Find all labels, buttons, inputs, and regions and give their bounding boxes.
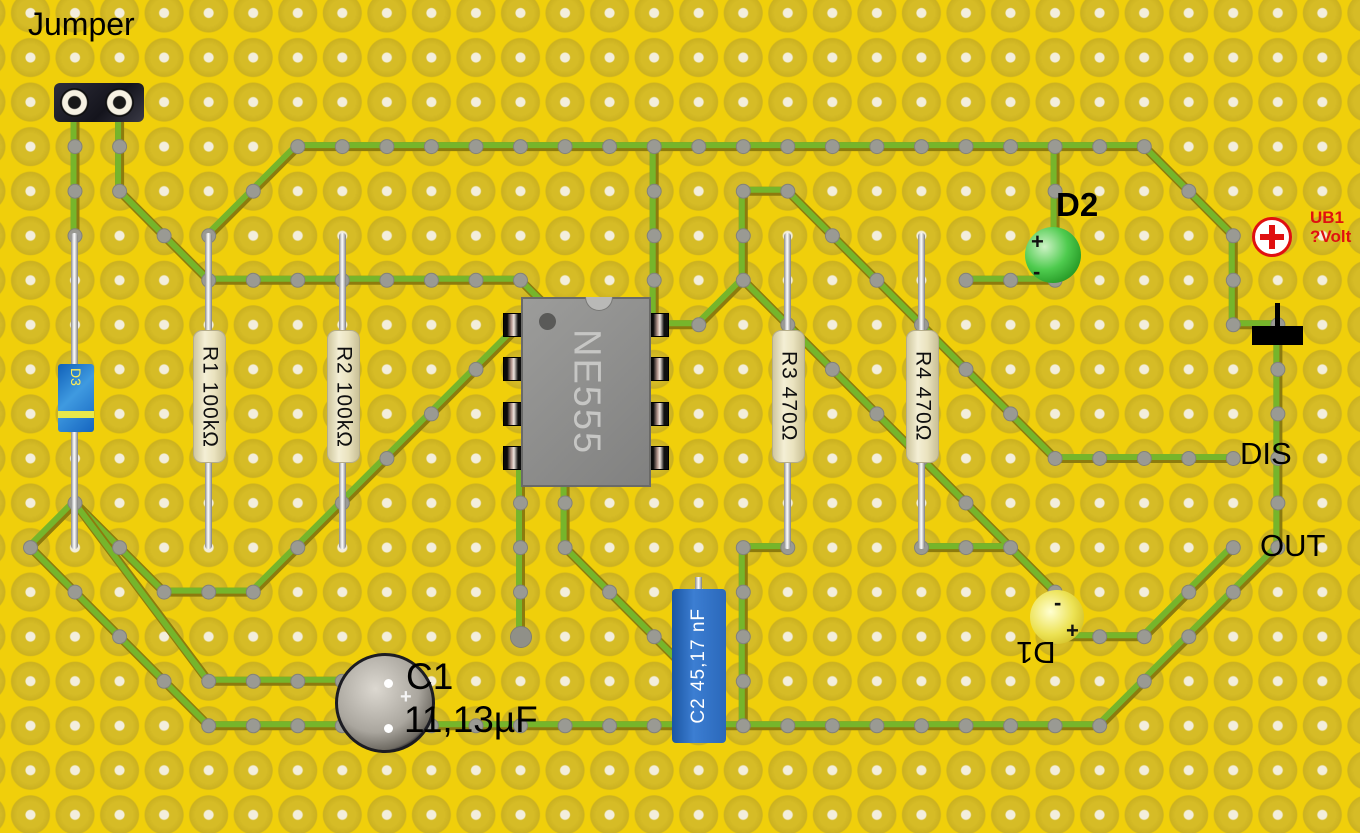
wire-bridge-stem xyxy=(1275,303,1280,328)
r3-body[interactable]: R3 470Ω xyxy=(772,330,805,463)
d2-plus-mark: + xyxy=(1031,229,1044,254)
c2-body[interactable]: C2 45,17 nF xyxy=(672,589,726,743)
r2-body[interactable]: R2 100kΩ xyxy=(327,330,360,463)
jumper-pin-2[interactable] xyxy=(105,88,134,117)
ic-notch xyxy=(585,297,613,311)
ic-label: NE555 xyxy=(565,328,608,456)
jumper-component[interactable] xyxy=(54,83,144,122)
ic-pin-7 xyxy=(649,357,669,381)
ic-pin-2 xyxy=(503,357,523,381)
ic-pin1-dot xyxy=(539,313,556,330)
r4-label: R4 470Ω xyxy=(911,351,935,442)
c2-pin-stub xyxy=(695,577,702,591)
ic-pin-5 xyxy=(649,446,669,470)
power-cross-v xyxy=(1269,225,1275,249)
r3-label: R3 470Ω xyxy=(777,351,801,442)
ic-pin-1 xyxy=(503,313,523,337)
d2-body[interactable]: + - xyxy=(1025,227,1081,283)
d1-label: D1 xyxy=(1016,635,1056,670)
d3-body[interactable]: D3 xyxy=(58,364,94,432)
d3-label: D3 xyxy=(68,368,84,386)
ic-body[interactable]: NE555 xyxy=(521,297,651,487)
ub1-volt-label: ?Volt xyxy=(1310,227,1352,246)
c1-pin-minus xyxy=(384,724,393,733)
r2-label: R2 100kΩ xyxy=(332,345,356,448)
c1-pin-plus xyxy=(384,679,393,688)
ic-pin-8 xyxy=(649,313,669,337)
d2-label: D2 xyxy=(1056,186,1099,223)
r1-label: R1 100kΩ xyxy=(198,345,222,448)
ub1-name-label: UB1 xyxy=(1310,208,1345,227)
c2-label: C2 45,17 nF xyxy=(688,608,709,724)
power-plus-icon[interactable] xyxy=(1252,217,1292,257)
c1-body[interactable]: + xyxy=(335,653,435,753)
r1-body[interactable]: R1 100kΩ xyxy=(193,330,226,463)
d2-minus-mark: - xyxy=(1033,259,1041,284)
d1-minus-mark: - xyxy=(1054,590,1062,615)
d1-body[interactable]: - + xyxy=(1030,590,1084,644)
solder-via xyxy=(509,625,532,648)
c1-name-label: C1 xyxy=(406,656,454,697)
d1-plus-mark: + xyxy=(1066,618,1079,643)
ic-pin-4 xyxy=(503,446,523,470)
ic-pin-3 xyxy=(503,402,523,426)
wire-bridge-bar xyxy=(1252,326,1303,345)
d3-cathode-stripe xyxy=(58,411,94,418)
r4-body[interactable]: R4 470Ω xyxy=(906,330,939,463)
out-net-label: OUT xyxy=(1260,528,1326,563)
c1-value-label: 11,13µF xyxy=(404,699,538,740)
jumper-pin-1[interactable] xyxy=(60,88,89,117)
dis-net-label: DIS xyxy=(1240,436,1292,471)
c1-plus-mark: + xyxy=(400,686,412,708)
ic-pin-6 xyxy=(649,402,669,426)
jumper-label: Jumper xyxy=(28,6,135,42)
